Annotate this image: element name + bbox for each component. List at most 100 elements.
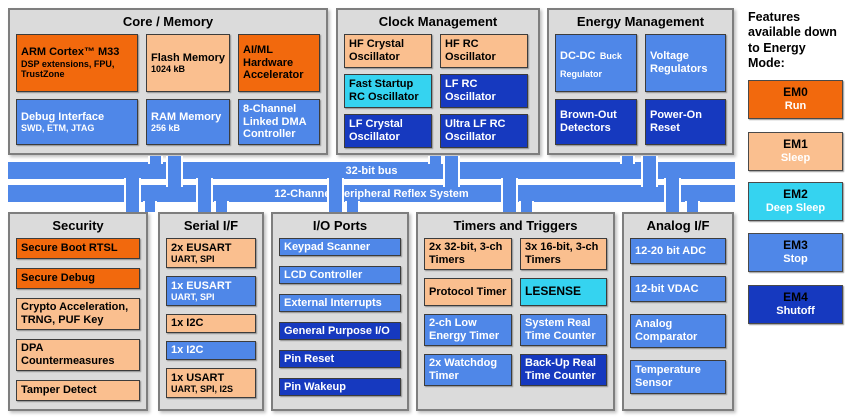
em-sublabel: Sleep	[780, 152, 811, 165]
block-label: Power-On Reset	[650, 109, 702, 134]
block-temperature-sensor: Temperature Sensor	[630, 360, 726, 394]
legend-em4: EM4 Shutoff	[748, 285, 843, 324]
block-analog-comparator: Analog Comparator	[630, 314, 726, 348]
em-sublabel: Shutoff	[776, 305, 815, 318]
block-lf-rc-oscillator: LF RC Oscillator	[440, 74, 528, 108]
block-label: LCD Controller	[284, 268, 363, 281]
block-sublabel: SWD, ETM, JTAG	[21, 123, 95, 134]
bus-label: 32-bit bus	[345, 164, 398, 177]
clock-grid: HF Crystal Oscillator HF RC Oscillator F…	[344, 34, 532, 148]
block-1x-usart: 1x USART UART, SPI, I2S	[166, 368, 256, 398]
block-label: LESENSE	[525, 284, 582, 299]
block-crypto-acceleration: Crypto Acceleration, TRNG, PUF Key	[16, 298, 140, 330]
connector-analog-bus2	[687, 201, 698, 212]
block-label: 2x 32-bit, 3-ch Timers	[429, 241, 503, 266]
bus-peripheral-reflex-system: 12-Channel Peripheral Reflex System	[8, 185, 735, 202]
block-system-rtc: System Real Time Counter	[520, 314, 607, 346]
connector-security-bus1	[126, 178, 139, 212]
legend-em3: EM3 Stop	[748, 233, 843, 272]
block-label: 1x USART	[171, 371, 225, 384]
connector-core-bus1	[150, 156, 161, 164]
block-secure-debug: Secure Debug	[16, 268, 140, 289]
block-label: Pin Reset	[284, 352, 335, 365]
block-low-energy-timer: 2-ch Low Energy Timer	[424, 314, 512, 346]
connector-energy-bus2	[643, 156, 656, 187]
section-title: Clock Management	[378, 14, 498, 29]
block-label: Flash Memory	[151, 51, 225, 64]
block-label: Temperature Sensor	[635, 364, 701, 389]
block-label: Ultra LF RC Oscillator	[445, 118, 506, 143]
connector-energy-bus1	[622, 156, 633, 164]
block-label: ARM Cortex™ M33	[21, 46, 120, 59]
block-label: RAM Memory	[151, 110, 222, 123]
block-label: Brown-Out Detectors	[560, 109, 617, 134]
block-protocol-timer: Protocol Timer	[424, 278, 512, 306]
block-arm-cortex-m33: ARM Cortex™ M33 DSP extensions, FPU, Tru…	[16, 34, 138, 92]
em-label: EM2	[783, 187, 808, 202]
block-pin-reset: Pin Reset	[279, 350, 401, 368]
block-label: 8-Channel Linked DMA Controller	[243, 103, 307, 141]
block-label: Voltage Regulators	[650, 50, 708, 75]
block-backup-rtc: Back-Up Real Time Counter	[520, 354, 607, 386]
connector-analog-bus1	[666, 178, 679, 212]
block-label: Crypto Acceleration, TRNG, PUF Key	[21, 301, 129, 326]
bus-label: 12-Channel Peripheral Reflex System	[274, 187, 469, 200]
em-label: EM0	[783, 85, 808, 100]
section-core-memory: Core / Memory ARM Cortex™ M33 DSP extens…	[8, 8, 328, 155]
block-label: Fast Startup RC Oscillator	[349, 78, 419, 103]
block-lf-crystal-oscillator: LF Crystal Oscillator	[344, 114, 432, 148]
block-label: General Purpose I/O	[284, 324, 390, 337]
block-label: LF Crystal Oscillator	[349, 118, 403, 143]
connector-clock-bus1	[430, 156, 441, 164]
section-serial-if: Serial I/F 2x EUSART UART, SPI 1x EUSART…	[158, 212, 264, 411]
block-keypad-scanner: Keypad Scanner	[279, 238, 401, 256]
block-label: Pin Wakeup	[284, 380, 346, 393]
block-1x-i2c-blue: 1x I2C	[166, 341, 256, 360]
em-sublabel: Run	[784, 100, 807, 113]
block-external-interrupts: External Interrupts	[279, 294, 401, 312]
section-timers-triggers: Timers and Triggers 2x 32-bit, 3-ch Time…	[416, 212, 615, 411]
block-label: Secure Debug	[21, 272, 95, 285]
block-label: 1x EUSART	[171, 279, 232, 292]
block-lesense: LESENSE	[520, 278, 607, 306]
section-title: I/O Ports	[312, 218, 368, 233]
serial-stack: 2x EUSART UART, SPI 1x EUSART UART, SPI …	[166, 238, 256, 398]
block-ultra-lf-rc-oscillator: Ultra LF RC Oscillator	[440, 114, 528, 148]
connector-core-bus2	[168, 156, 181, 187]
block-label: System Real Time Counter	[525, 317, 596, 342]
block-label: 3x 16-bit, 3-ch Timers	[525, 241, 599, 266]
legend-em2: EM2 Deep Sleep	[748, 182, 843, 221]
section-title: Security	[52, 218, 104, 233]
em-label: EM3	[783, 238, 808, 253]
section-security: Security Secure Boot RTSL Secure Debug C…	[8, 212, 148, 411]
block-label: DC-DC	[560, 50, 596, 62]
block-sublabel: UART, SPI	[171, 254, 215, 265]
block-label: AI/ML Hardware Accelerator	[243, 44, 304, 82]
block-sublabel: Buck Regulator	[560, 51, 622, 79]
block-label: 2-ch Low Energy Timer	[429, 317, 500, 342]
block-sublabel: DSP extensions, FPU, TrustZone	[21, 58, 115, 80]
block-label: 1x I2C	[171, 317, 204, 330]
block-label: HF RC Oscillator	[445, 38, 496, 63]
section-analog-if: Analog I/F 12-20 bit ADC 12-bit VDAC Ana…	[622, 212, 734, 411]
timers-grid: 2x 32-bit, 3-ch Timers 3x 16-bit, 3-ch T…	[424, 238, 607, 386]
energy-grid: DC-DC Buck Regulator Voltage Regulators …	[555, 34, 726, 145]
bus-32-bit: 32-bit bus	[8, 162, 735, 179]
block-linked-dma-controller: 8-Channel Linked DMA Controller	[238, 99, 320, 145]
section-energy-management: Energy Management DC-DC Buck Regulator V…	[547, 8, 734, 155]
block-label: HF Crystal Oscillator	[349, 38, 405, 63]
core-memory-grid: ARM Cortex™ M33 DSP extensions, FPU, Tru…	[16, 34, 320, 145]
block-2x-eusart: 2x EUSART UART, SPI	[166, 238, 256, 268]
block-tamper-detect: Tamper Detect	[16, 380, 140, 401]
block-sublabel: 256 kB	[151, 123, 181, 134]
block-brown-out-detectors: Brown-Out Detectors	[555, 99, 637, 145]
block-label: Debug Interface	[21, 110, 105, 123]
block-label: Tamper Detect	[21, 384, 97, 397]
block-adc: 12-20 bit ADC	[630, 238, 726, 264]
block-debug-interface: Debug Interface SWD, ETM, JTAG	[16, 99, 138, 145]
section-clock-management: Clock Management HF Crystal Oscillator H…	[336, 8, 540, 155]
block-sublabel: UART, SPI	[171, 292, 215, 303]
block-ram-memory: RAM Memory 256 kB	[146, 99, 230, 145]
block-secure-boot-rtsl: Secure Boot RTSL	[16, 238, 140, 259]
block-watchdog-timer: 2x Watchdog Timer	[424, 354, 512, 386]
